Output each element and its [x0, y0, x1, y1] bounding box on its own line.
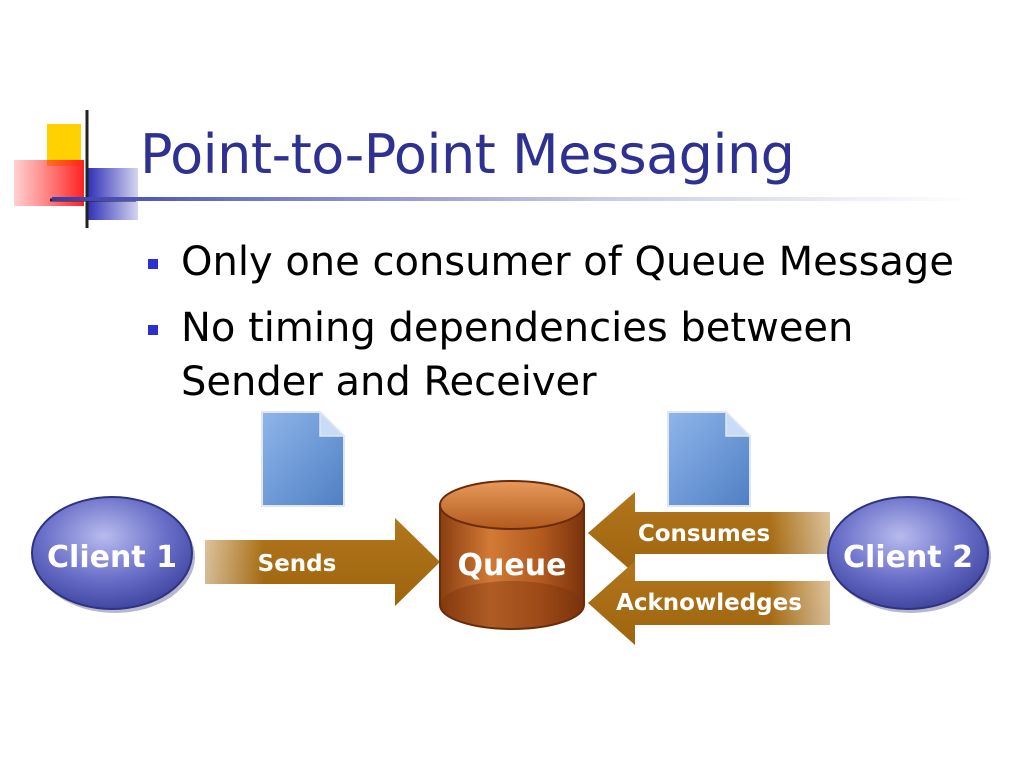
- bullet-text: No timing dependencies between Sender an…: [181, 305, 854, 405]
- blue-square: [86, 168, 138, 220]
- bullet-item: Only one consumer of Queue Message: [145, 235, 981, 289]
- queue-node: Queue: [439, 480, 585, 630]
- acknowledges-label: Acknowledges: [616, 590, 802, 616]
- document-icon: [667, 410, 752, 507]
- sends-label: Sends: [258, 551, 337, 577]
- title-underline: [52, 197, 972, 201]
- consumes-arrow: Consumes: [588, 492, 830, 574]
- sends-arrow: Sends: [205, 518, 440, 606]
- client2-label: Client 2: [843, 540, 973, 575]
- acknowledges-arrow: Acknowledges: [588, 561, 830, 645]
- bullet-square-icon: [148, 259, 158, 269]
- yellow-square: [47, 124, 81, 166]
- title-decoration: [14, 110, 138, 228]
- slide-title: Point-to-Point Messaging: [140, 123, 795, 186]
- document-icon: [261, 410, 346, 507]
- messaging-diagram: Client 1 Sends Queue Consumes Acknowledg…: [31, 410, 991, 645]
- client1-node: Client 1: [31, 496, 195, 613]
- queue-label: Queue: [458, 548, 567, 583]
- bullet-item: No timing dependencies between Sender an…: [145, 301, 981, 409]
- bullet-list: Only one consumer of Queue Message No ti…: [145, 235, 981, 421]
- bullet-text: Only one consumer of Queue Message: [181, 239, 954, 285]
- bullet-square-icon: [148, 325, 158, 335]
- consumes-label: Consumes: [638, 521, 770, 547]
- client1-label: Client 1: [47, 540, 177, 575]
- client2-node: Client 2: [827, 496, 991, 613]
